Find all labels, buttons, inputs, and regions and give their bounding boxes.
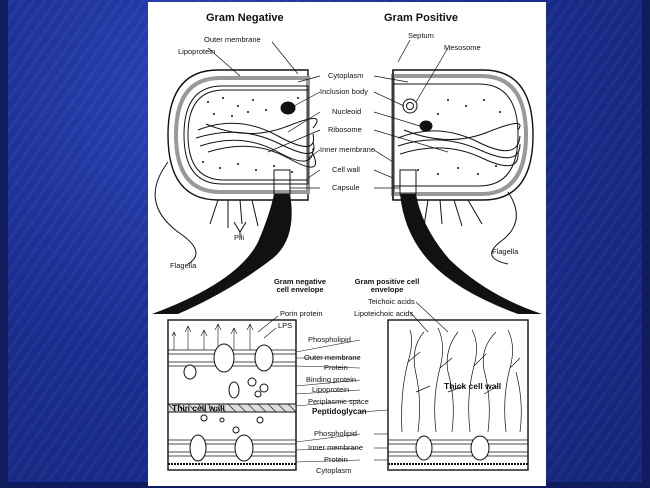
label-nucleoid: Nucleoid	[332, 108, 361, 116]
label-inner-membrane: Inner membrane	[320, 146, 375, 154]
label-lipoprotein: Lipoprotein	[178, 48, 215, 56]
leader-lines	[208, 40, 448, 188]
slide-frame-right	[642, 0, 650, 488]
left-zoom-funnel	[152, 194, 292, 314]
gram-negative-envelope-title: Gram negative cell envelope	[270, 278, 330, 294]
label-ribosome: Ribosome	[328, 126, 362, 134]
label-teichoic-acids: Teichoic acids	[368, 298, 415, 306]
label-cell-wall: Cell wall	[332, 166, 360, 174]
label-pili: Pili	[234, 234, 244, 242]
label-cytoplasm: Cytoplasm	[328, 72, 363, 80]
label-phospholipid-top: Phospholipid	[308, 336, 351, 344]
label-protein-bottom: Protein	[324, 456, 348, 464]
label-lps: LPS	[278, 322, 292, 330]
label-lipoteichoic-acids: Lipoteichoic acids	[354, 310, 413, 318]
label-inner-membrane-envelope: Inner membrane	[308, 444, 363, 452]
gram-negative-heading: Gram Negative	[206, 12, 284, 24]
label-cytoplasm-envelope: Cytoplasm	[316, 467, 351, 475]
slide-frame-left	[0, 0, 8, 488]
bacteria-diagram: Gram Negative Gram Positive Outer membra…	[148, 2, 546, 486]
gram-positive-heading: Gram Positive	[384, 12, 458, 24]
label-flagella-left: Flagella	[170, 262, 196, 270]
gram-positive-envelope-title: Gram positive cell envelope	[354, 278, 420, 294]
right-zoom-funnel	[400, 194, 542, 314]
label-thin-cell-wall: Thin cell wall	[172, 404, 225, 412]
label-septum: Septum	[408, 32, 434, 40]
label-peptidoglycan: Peptidoglycan	[312, 408, 367, 416]
label-phospholipid-bottom: Phospholipid	[314, 430, 357, 438]
label-periplasmic-space: Periplasmic space	[308, 398, 369, 406]
label-porin-protein: Porin protein	[280, 310, 323, 318]
label-lipoprotein-envelope: Lipoprotein	[312, 386, 349, 394]
label-mesosome: Mesosome	[444, 44, 481, 52]
label-outer-membrane: Outer membrane	[204, 36, 261, 44]
label-inclusion-body: Inclusion body	[320, 88, 368, 96]
label-protein-top: Protein	[324, 364, 348, 372]
label-outer-membrane-envelope: Outer membrane	[304, 354, 361, 362]
label-flagella-right: Flagella	[492, 248, 518, 256]
label-capsule: Capsule	[332, 184, 360, 192]
label-binding-protein: Binding protein	[306, 376, 356, 384]
label-thick-cell-wall: Thick cell wall	[444, 382, 501, 390]
